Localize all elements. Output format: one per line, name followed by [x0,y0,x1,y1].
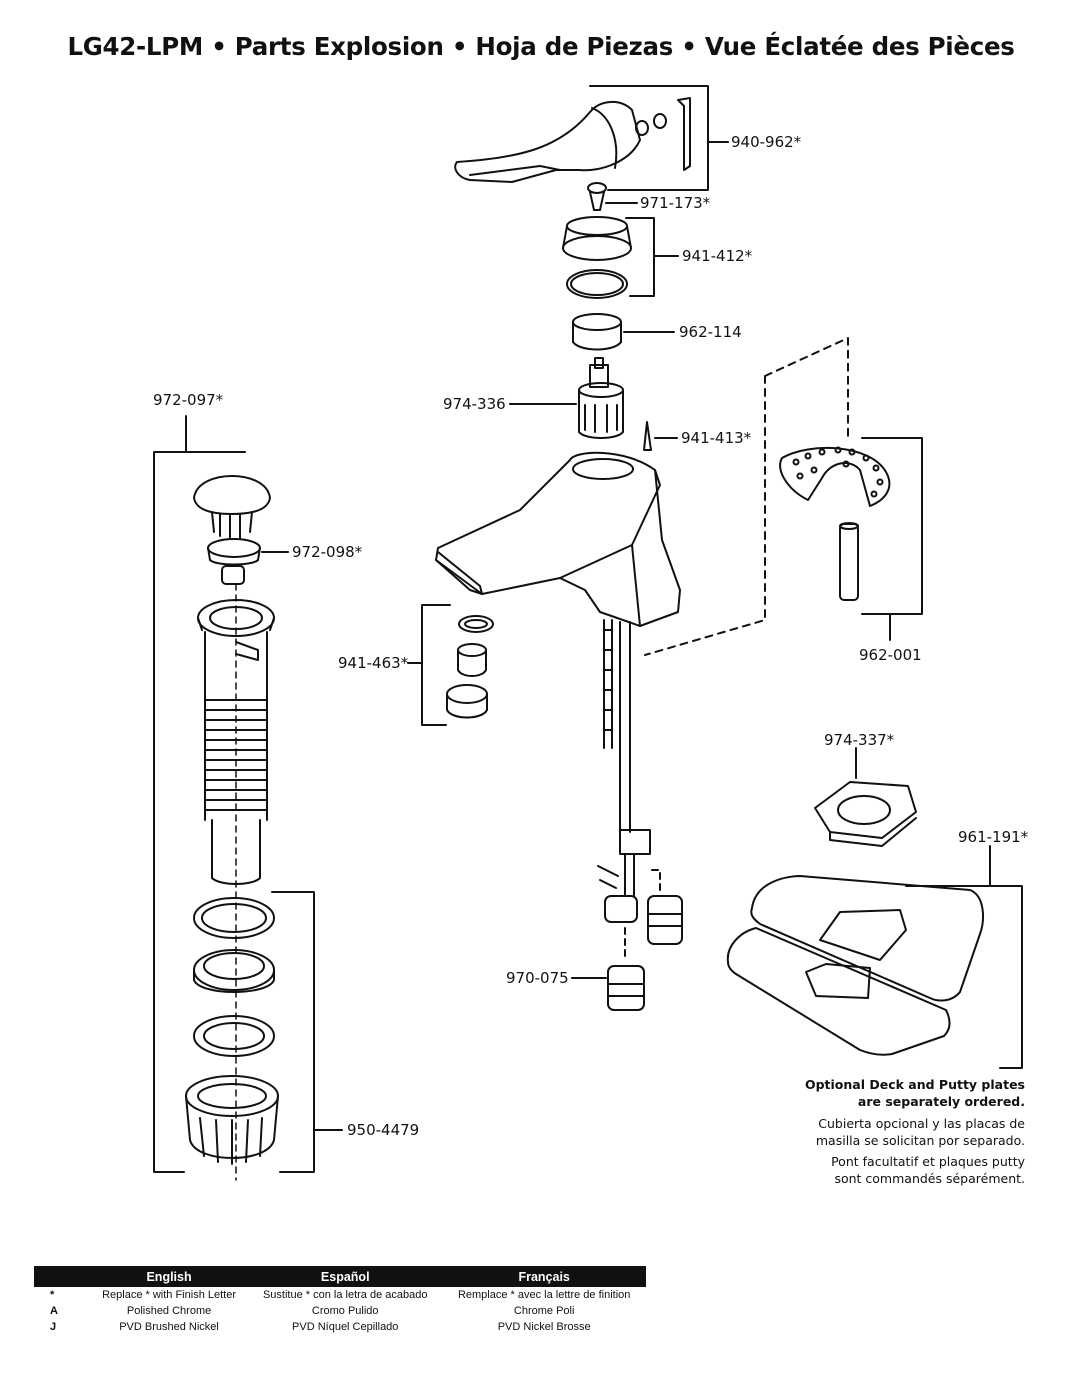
pin-illustration [643,421,652,451]
part-label-aerator: 941-463* [338,654,409,672]
note-optional-plates-en-1: Optional Deck and Putty plates [804,1077,1025,1092]
part-label-deck-plate: 961-191* [958,828,1029,846]
aerator-illustration [446,615,494,719]
part-label-drain-assembly: 972-097* [153,391,224,409]
legend-cell-en: Polished Chrome [126,1305,212,1317]
bracket-aerator [421,604,451,726]
legend-header-francais: Français [442,1266,646,1287]
bracket-cap-ring [625,217,655,297]
legend-cell-es: Cromo Pulido [311,1305,379,1317]
legend-header-row: English Español Français [34,1266,646,1287]
bracket-handle [589,85,709,191]
bracket-drain-assembly [153,451,246,1173]
part-label-cartridge: 974-336 [443,395,506,413]
legend-row: A Polished Chrome Cromo Pulido Chrome Po… [34,1303,646,1319]
set-screw-illustration [587,182,607,211]
legend-cell-en: PVD Brushed Nickel [119,1321,219,1333]
part-label-bonnet-nut: 962-114 [679,323,742,341]
deck-gasket-illustration [814,781,917,847]
part-label-cap-ring: 941-412* [682,247,753,265]
legend-header-espanol: Español [248,1266,443,1287]
legend-header-english: English [90,1266,249,1287]
mounting-kit-illustration [779,446,891,601]
legend-header-blank [34,1266,90,1287]
part-label-drain-gaskets: 950-4479 [347,1121,419,1139]
legend-cell-fr: PVD Nickel Brosse [497,1321,591,1333]
legend-cell-es: PVD Níquel Cepillado [292,1321,399,1333]
pop-up-stopper-illustration [193,475,271,585]
faucet-body-illustration [435,451,681,627]
handle-illustration [454,97,691,183]
supply-line-illustration [597,619,651,923]
bracket-mounting-kit [861,437,923,615]
supply-connector-illustration [607,895,683,1011]
cartridge-illustration [578,357,624,439]
part-label-set-screw: 971-173* [640,194,711,212]
page-title: LG42-LPM • Parts Explosion • Hoja de Pie… [67,32,1015,61]
part-label-handle: 940-962* [731,133,802,151]
bracket-deck-plate [905,885,1023,1069]
deck-plate-illustration [726,875,984,1056]
legend-code: J [50,1321,57,1333]
finish-legend-table: English Español Français * Replace * wit… [34,1266,646,1335]
legend-row: J PVD Brushed Nickel PVD Níquel Cepillad… [34,1319,646,1335]
part-label-supply-connector: 970-075 [506,969,569,987]
note-optional-plates-fr-2: sont commandés séparément. [834,1171,1025,1186]
legend-cell-fr: Chrome Poli [513,1305,575,1317]
legend-cell-fr: Remplace * avec la lettre de finition [457,1289,631,1301]
note-optional-plates-fr-1: Pont facultatif et plaques putty [831,1154,1025,1169]
bonnet-nut-illustration [572,313,622,351]
legend-cell-es: Sustitue * con la letra de acabado [262,1289,428,1301]
legend-cell-en: Replace * with Finish Letter [102,1289,236,1301]
cap-ring-illustration [562,216,632,299]
bracket-drain-gaskets [271,891,315,1173]
legend-row: * Replace * with Finish Letter Sustitue … [34,1287,646,1303]
drain-gaskets-illustration [185,897,279,1165]
note-optional-plates-en-2: are separately ordered. [857,1094,1025,1109]
note-optional-plates-es-2: masilla se solicitan por separado. [815,1133,1025,1148]
part-label-pop-up-stopper: 972-098* [292,543,363,561]
part-label-mounting-kit: 962-001 [859,646,922,664]
note-optional-plates-es-1: Cubierta opcional y las placas de [818,1116,1025,1131]
part-label-deck-gasket: 974-337* [824,731,895,749]
legend-code: * [50,1289,55,1301]
legend-code: A [50,1305,58,1317]
part-label-pin: 941-413* [681,429,752,447]
